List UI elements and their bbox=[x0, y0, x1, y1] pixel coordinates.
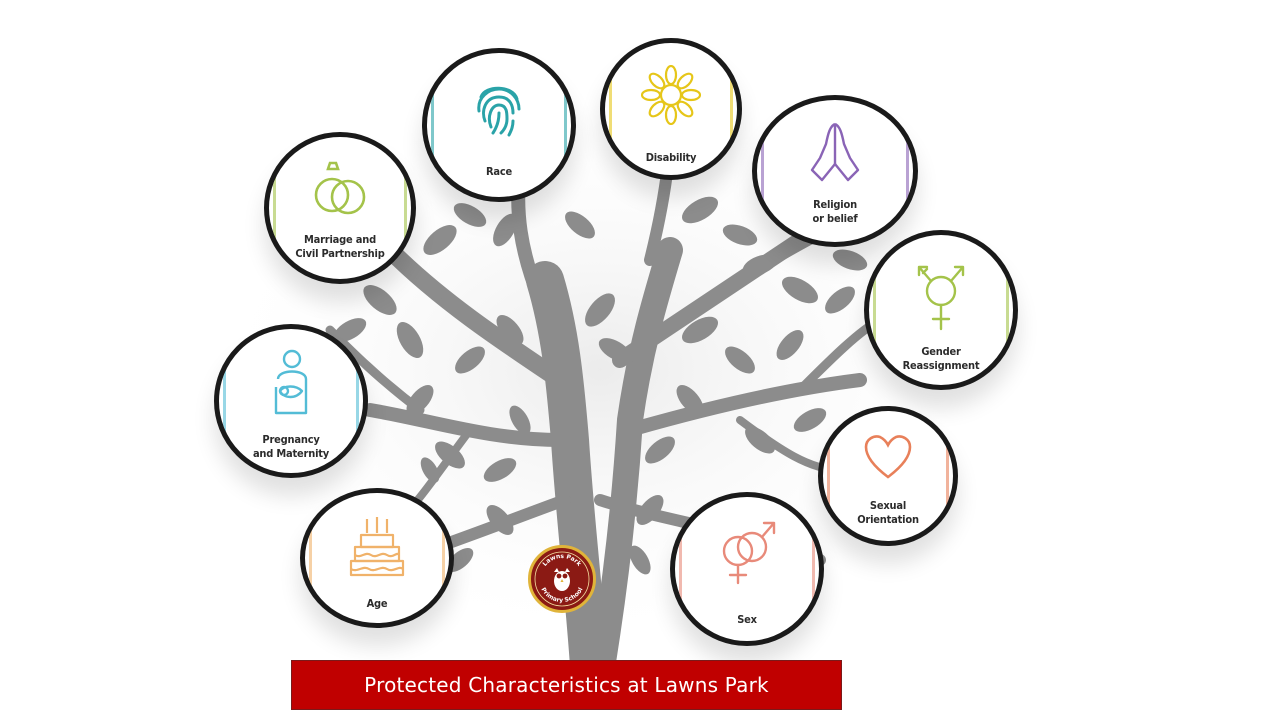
religion-label: Religion or belief bbox=[812, 198, 858, 225]
sunflower-icon bbox=[641, 65, 701, 125]
rings-icon bbox=[314, 161, 366, 215]
pregnancy-circle: Pregnancy and Maternity bbox=[214, 324, 368, 478]
circle-accent-edge bbox=[906, 131, 909, 211]
pregnancy-label: Pregnancy and Maternity bbox=[252, 433, 330, 460]
circle-accent-edge bbox=[730, 72, 733, 146]
circle-accent-edge bbox=[273, 168, 276, 248]
marriage-label: Marriage and Civil Partnership bbox=[295, 233, 385, 260]
birthday-cake-icon bbox=[349, 517, 405, 577]
banner-title: Protected Characteristics at Lawns Park bbox=[364, 673, 769, 697]
circle-accent-edge bbox=[609, 72, 612, 146]
sexual-orientation-circle: Sexual Orientation bbox=[818, 406, 958, 546]
heart-icon bbox=[864, 435, 912, 479]
disability-label: Disability bbox=[645, 151, 697, 164]
circle-accent-edge bbox=[946, 439, 949, 513]
circle-accent-edge bbox=[761, 131, 764, 211]
race-circle: Race bbox=[422, 48, 576, 202]
svg-text:Lawns Park: Lawns Park bbox=[541, 553, 583, 568]
circle-accent-edge bbox=[404, 168, 407, 248]
gender-reassignment-label: Gender Reassignment bbox=[902, 345, 980, 372]
title-banner: Protected Characteristics at Lawns Park bbox=[291, 660, 842, 710]
gender-symbols-icon bbox=[722, 521, 776, 585]
transgender-symbol-icon bbox=[917, 265, 965, 331]
mother-baby-icon bbox=[274, 349, 308, 415]
circle-accent-edge bbox=[309, 521, 312, 595]
circle-accent-edge bbox=[827, 439, 830, 513]
age-circle: Age bbox=[300, 488, 454, 628]
praying-hands-icon bbox=[810, 122, 860, 182]
owl-icon bbox=[554, 568, 570, 591]
marriage-circle: Marriage and Civil Partnership bbox=[264, 132, 416, 284]
gender-reassignment-circle: Gender Reassignment bbox=[864, 230, 1018, 390]
circle-accent-edge bbox=[442, 521, 445, 595]
race-label: Race bbox=[485, 165, 513, 178]
circle-accent-edge bbox=[564, 84, 567, 166]
circle-accent-edge bbox=[356, 360, 359, 442]
circle-accent-edge bbox=[431, 84, 434, 166]
religion-circle: Religion or belief bbox=[752, 95, 918, 247]
circle-accent-edge bbox=[812, 528, 815, 610]
school-logo: Lawns Park Primary School bbox=[528, 545, 596, 613]
circle-accent-edge bbox=[223, 360, 226, 442]
fingerprint-icon bbox=[477, 86, 521, 137]
sex-label: Sex bbox=[737, 613, 757, 626]
disability-circle: Disability bbox=[600, 38, 742, 180]
sexual-orientation-label: Sexual Orientation bbox=[857, 499, 919, 526]
age-label: Age bbox=[366, 597, 388, 610]
sex-circle: Sex bbox=[670, 492, 824, 646]
logo-top-text: Lawns Park bbox=[541, 553, 583, 568]
circle-accent-edge bbox=[1006, 268, 1009, 352]
circle-accent-edge bbox=[873, 268, 876, 352]
circle-accent-edge bbox=[679, 528, 682, 610]
